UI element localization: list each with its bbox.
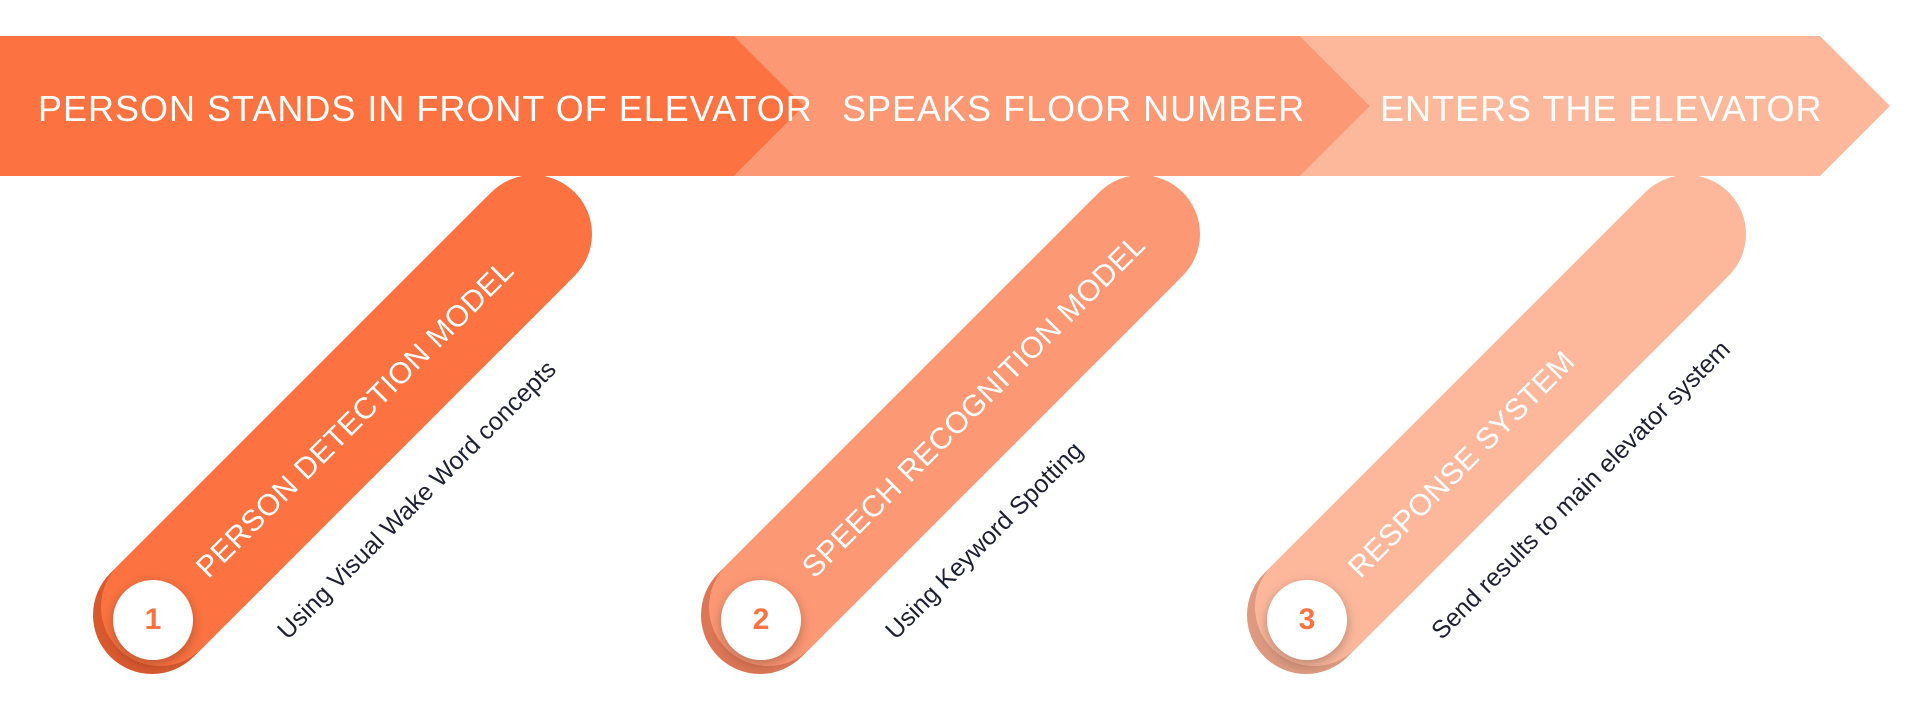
stage-2-number: 2 — [752, 603, 770, 636]
stage-1-pill — [93, 175, 592, 674]
stage-3-badge — [1267, 580, 1347, 660]
stage-3-number: 3 — [1298, 603, 1316, 636]
stage-1-pill-body — [101, 175, 592, 666]
stage-2-pill — [701, 175, 1200, 674]
stage-1-number: 1 — [144, 603, 162, 636]
stage-1-subtitle: Using Visual Wake Word concepts — [272, 355, 562, 645]
stage-3-subtitle: Send results to main elevator system — [1426, 335, 1736, 645]
step-2-label: SPEAKS FLOOR NUMBER — [842, 88, 1306, 129]
arrow-step-2 — [734, 36, 1370, 176]
step-3-label: ENTERS THE ELEVATOR — [1380, 88, 1823, 129]
step-1-label: PERSON STANDS IN FRONT OF ELEVATOR — [38, 88, 813, 129]
stage-1-badge — [113, 580, 193, 660]
arrow-step-3 — [1300, 36, 1890, 176]
arrow-step-1 — [0, 36, 804, 176]
stage-3-title: RESPONSE SYSTEM — [1341, 344, 1582, 585]
stage-3-pill-body — [1255, 175, 1746, 666]
stage-1-title: PERSON DETECTION MODEL — [189, 253, 521, 585]
stage-2-pill-body — [709, 175, 1200, 666]
stage-3-pill — [1247, 175, 1746, 674]
stage-2-badge — [721, 580, 801, 660]
